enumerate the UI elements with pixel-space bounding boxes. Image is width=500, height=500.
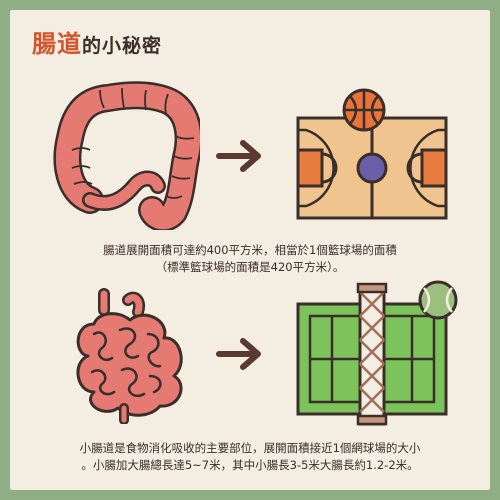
section2-caption-line1: 小腸道是食物消化吸收的主要部位，展開面積接近1個網球場的大小 — [79, 441, 421, 455]
arrow-right-icon — [216, 140, 261, 172]
section2-caption-line2: 。小腸加大腸總長達5~7米，其中小腸長3-5米大腸長約1.2-2米。 — [81, 458, 419, 472]
basketball-court-illustration — [296, 88, 448, 220]
title-accent: 腸道 — [32, 29, 82, 58]
section1-caption-line1: 腸道展開面積可達約400平方米，相當於1個籃球場的面積 — [103, 243, 397, 257]
section1-caption: 腸道展開面積可達約400平方米，相當於1個籃球場的面積 （標準籃球場的面積是42… — [10, 242, 490, 276]
section1-caption-line2: （標準籃球場的面積是420平方米）。 — [155, 260, 345, 274]
tennis-court-illustration — [296, 280, 458, 426]
title-rest: 的小秘密 — [82, 35, 163, 57]
arrow-right-icon — [216, 338, 261, 370]
page-title: 腸道的小秘密 — [32, 24, 162, 59]
small-intestine-illustration — [76, 288, 183, 424]
info-card: 腸道的小秘密 腸道展開面積可達約400平方米，相當於1個籃球 — [10, 10, 490, 490]
section2-caption: 小腸道是食物消化吸收的主要部位，展開面積接近1個網球場的大小 。小腸加大腸總長達… — [10, 440, 490, 474]
large-intestine-illustration — [53, 81, 200, 230]
